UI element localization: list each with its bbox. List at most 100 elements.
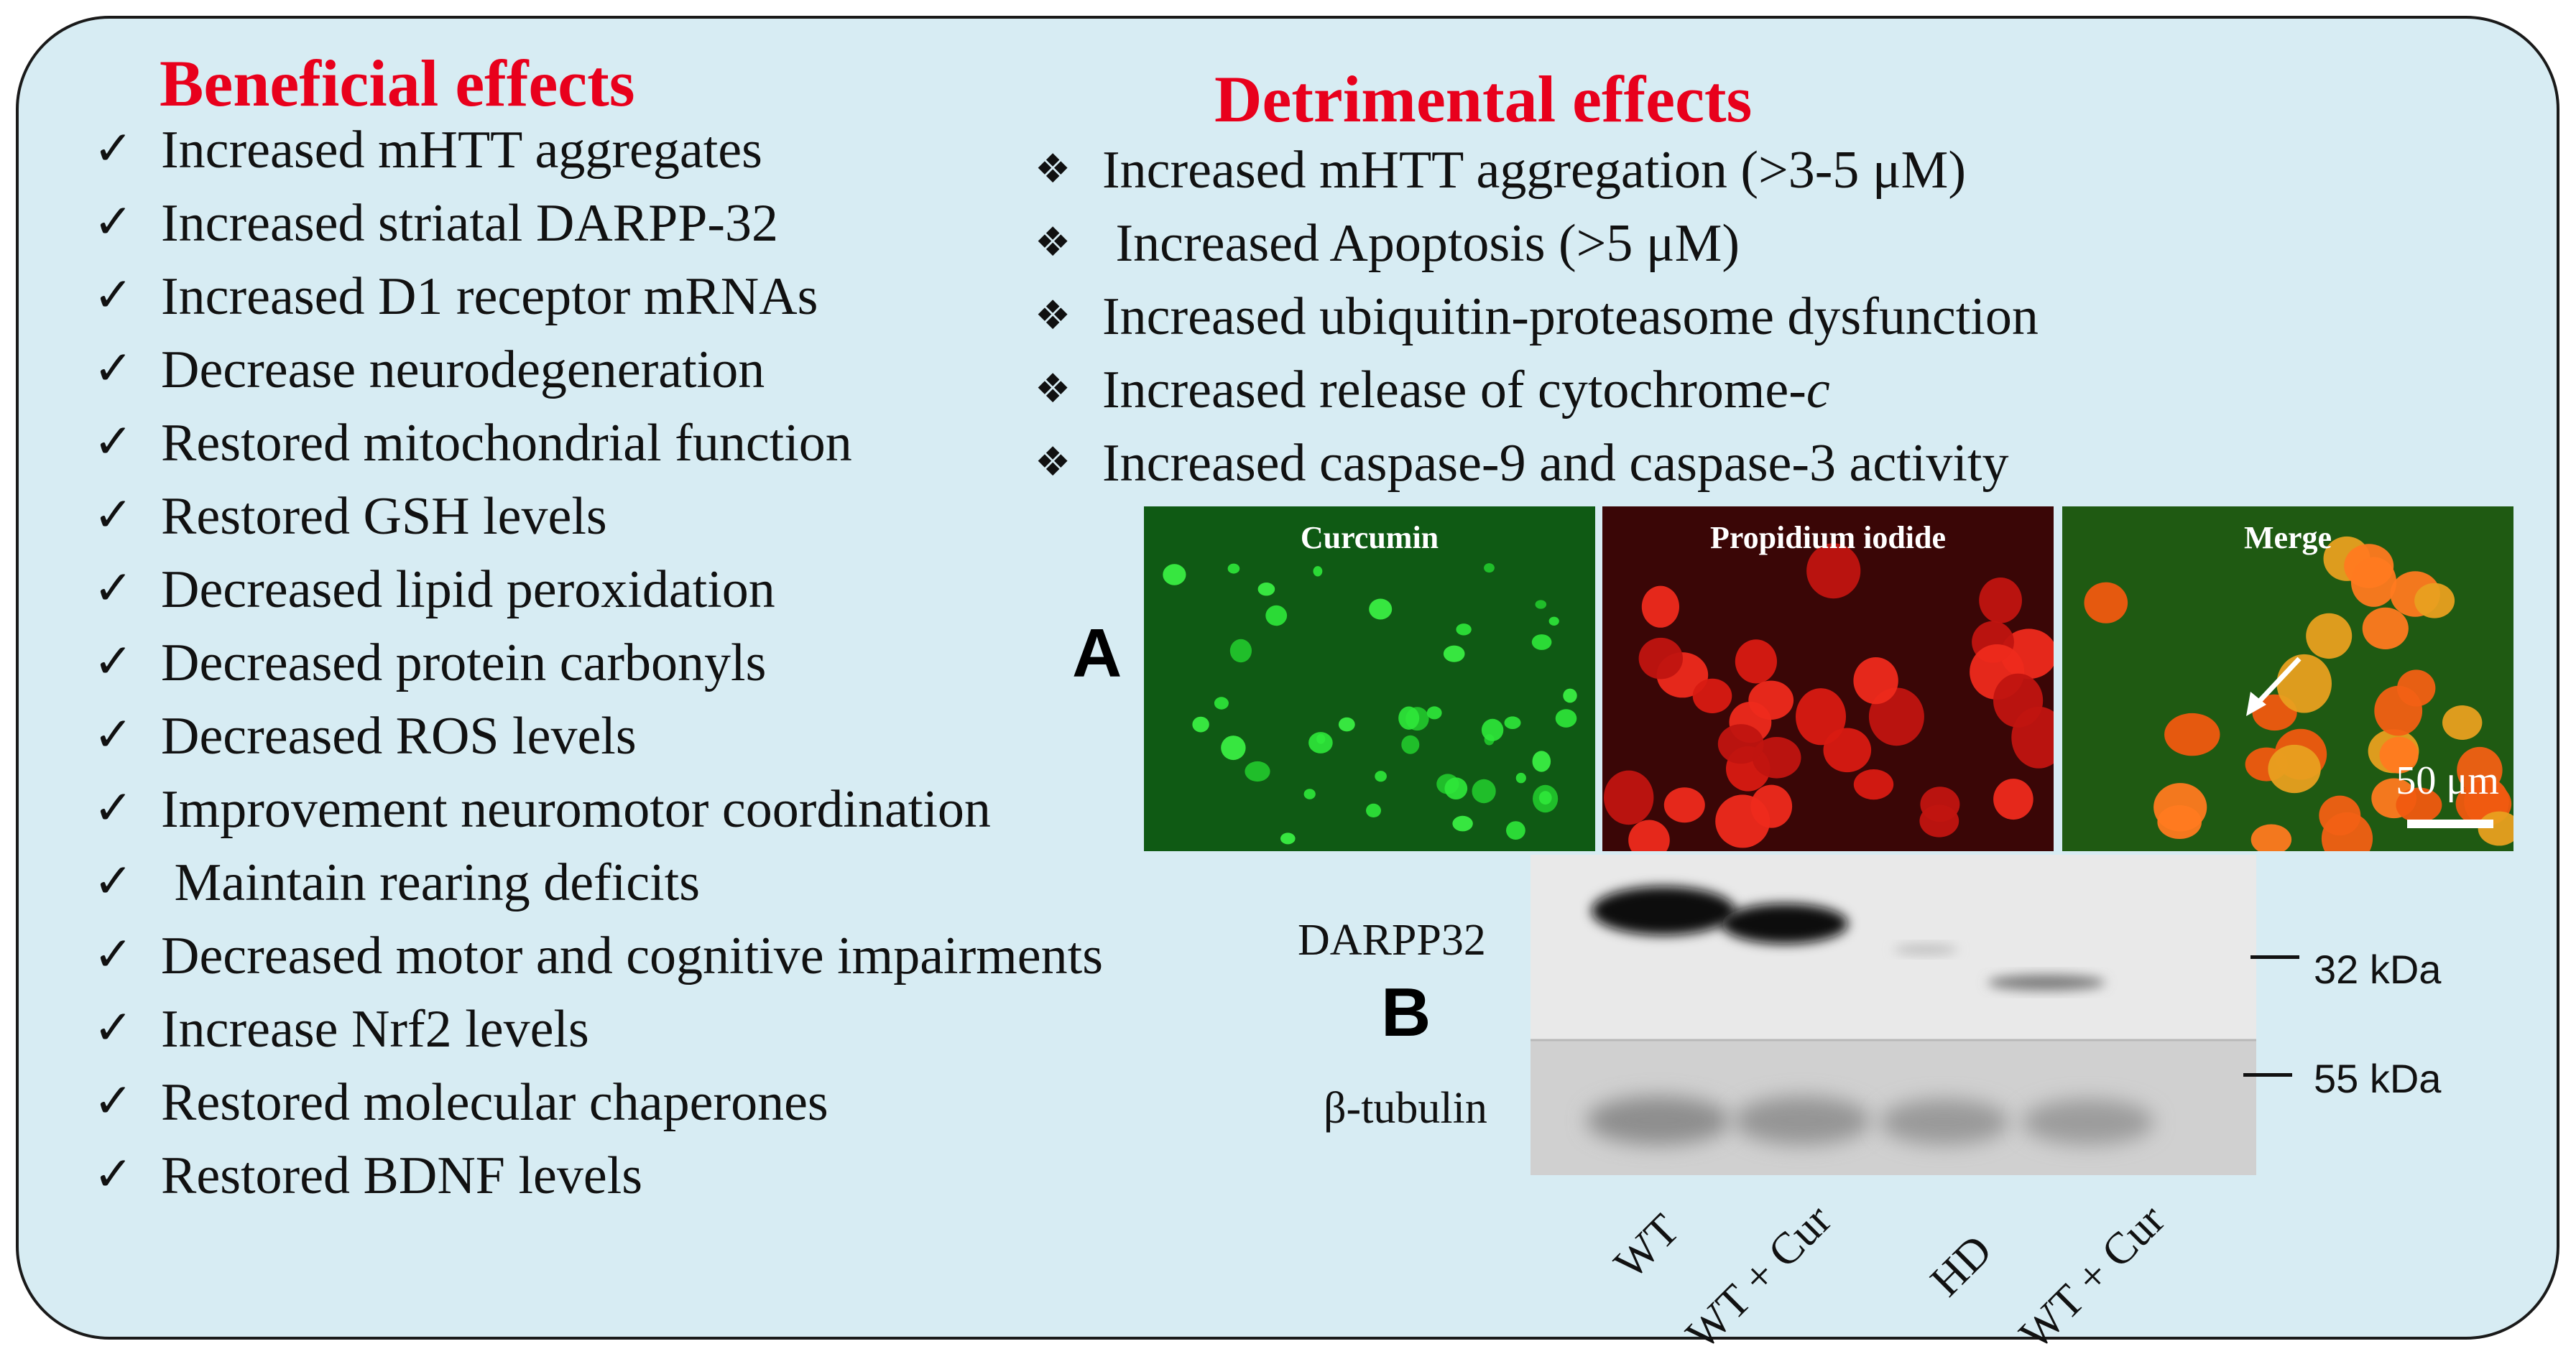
cell-blob [1532,751,1551,772]
cell-blob [1853,657,1898,705]
check-icon: ✓ [93,1000,134,1055]
cell-blob [1663,787,1705,823]
micrograph-label-propidium-iodide: Propidium iodide [1709,520,1947,555]
cell-blob [1456,623,1472,636]
beneficial-item-text: Restored GSH levels [161,487,607,546]
cell-blob [2442,705,2483,740]
diamond-bullet-icon: ❖ [1035,292,1071,339]
cell-blob [1265,605,1288,626]
beneficial-item-text: Increase Nrf2 levels [161,1000,589,1059]
cell-blob [1538,791,1552,805]
cell-blob [1257,583,1275,596]
detrimental-effects-list: ❖ Increased mHTT aggregation (>3-5 μM) ❖ I… [1035,144,2039,510]
cell-blob [1398,706,1420,730]
cell-blob [1313,566,1323,577]
darpp32-band-label: DARPP32 [1298,916,1486,965]
cell-blob [1444,777,1468,799]
cell-blob [1375,771,1387,782]
beneficial-item-text: Decrease neurodegeneration [161,340,765,399]
tubulin-band-wt [1587,1096,1730,1145]
cell-blob [1506,821,1525,840]
beneficial-item: ✓ Restored GSH levels [93,490,1103,563]
micrograph-label-merge: Merge [2243,520,2332,555]
beneficial-item: ✓Increased mHTT aggregates [93,124,1103,197]
check-icon: ✓ [93,194,134,249]
beneficial-item: ✓Decreased protein carbonyls [93,636,1103,710]
cell-blob [1484,563,1495,573]
check-icon: ✓ [93,1073,134,1128]
cell-blob [1245,761,1270,782]
beneficial-item: ✓ Restored molecular chaperones [93,1076,1103,1149]
beneficial-item-text: Restored mitochondrial function [161,414,852,473]
tubulin-band-label: β-tubulin [1324,1084,1487,1133]
beneficial-item: ✓Decreased ROS levels [93,710,1103,783]
detrimental-item: ❖Increased caspase-9 and caspase-3 activ… [1035,437,2039,510]
cell-blob [2414,583,2455,618]
cell-blob [1229,639,1252,663]
cell-blob [2157,805,2202,839]
beneficial-effects-title: Beneficial effects [160,47,635,120]
beneficial-item: ✓ Increase Nrf2 levels [93,1003,1103,1076]
arrowhead-icon [2246,692,2266,716]
western-blot [1531,855,2256,1175]
check-icon: ✓ [93,487,134,542]
cell-blob [2250,824,2292,851]
beneficial-item-text: Maintain rearing deficits [161,853,701,912]
detrimental-item-text: Increased mHTT aggregation (>3-5 μM) [1102,141,1966,200]
detrimental-item-text: Increased caspase-9 and caspase-3 activi… [1102,434,2009,493]
detrimental-item: ❖ Increased Apoptosis (>5 μM) [1035,217,2039,290]
check-icon: ✓ [93,780,134,835]
diamond-bullet-icon: ❖ [1035,219,1071,266]
beneficial-item-text: Decreased motor and cognitive impairment… [161,927,1104,985]
darpp32-band-hd [1893,945,1958,955]
cell-blob [1227,563,1240,574]
cell-blob [1338,717,1355,732]
beneficial-item-text: Restored molecular chaperones [161,1073,828,1132]
micrograph-curcumin: Curcumin [1144,506,1595,851]
merge-fluorescence-image [2062,506,2513,851]
beneficial-item-text: Increased D1 receptor mRNAs [161,267,818,326]
panel-a-letter: A [1072,615,1122,692]
cell-blob [1853,769,1894,800]
cell-blob [1504,716,1521,729]
cell-blob [1563,688,1577,703]
beneficial-item: ✓ Increased striatal DARPP-32 [93,197,1103,270]
beneficial-item-text: Increased striatal DARPP-32 [161,194,779,253]
cell-blob [1443,645,1465,662]
check-icon: ✓ [93,267,134,323]
cell-blob [1163,564,1186,585]
detrimental-item-text: Increased ubiquitin-proteasome dysfuncti… [1102,287,2039,346]
cell-blob [1752,737,1801,779]
tubulin-band-wt-cur [1734,1096,1870,1145]
cell-blob [1192,716,1209,733]
check-icon: ✓ [93,853,134,909]
cell-blob [1796,688,1846,746]
check-icon: ✓ [93,634,134,689]
check-icon: ✓ [93,414,134,469]
cell-blob [1221,736,1246,761]
darpp32-band-wt-cur [1722,904,1848,944]
cell-blob [2084,582,2128,623]
cell-blob [2362,607,2409,649]
check-icon: ✓ [93,560,134,616]
cell-blob [2268,744,2321,794]
cell-blob [1308,732,1333,753]
cell-blob [1452,815,1473,832]
marker-tick-32kda [2250,955,2299,959]
darpp32-band-lane4 [1988,975,2105,991]
check-icon: ✓ [93,121,134,176]
beneficial-item-text: Decreased lipid peroxidation [161,560,775,619]
diamond-bullet-icon: ❖ [1035,146,1071,193]
marker-tick-55kda [2243,1073,2292,1077]
cell-blob [1979,578,2022,623]
cell-blob [1993,779,2033,820]
detrimental-item: ❖ Increased ubiquitin-proteasome dysfunct… [1035,290,2039,363]
check-icon: ✓ [93,707,134,762]
cell-blob [2164,713,2220,756]
check-icon: ✓ [93,1146,134,1202]
detrimental-item-text: Increased Apoptosis (>5 μM) [1102,214,1740,273]
cell-blob [1604,770,1654,825]
beneficial-item: ✓ Decreased lipid peroxidation [93,563,1103,636]
cell-blob [1535,600,1547,609]
detrimental-item-italic-suffix: c [1806,361,1830,419]
